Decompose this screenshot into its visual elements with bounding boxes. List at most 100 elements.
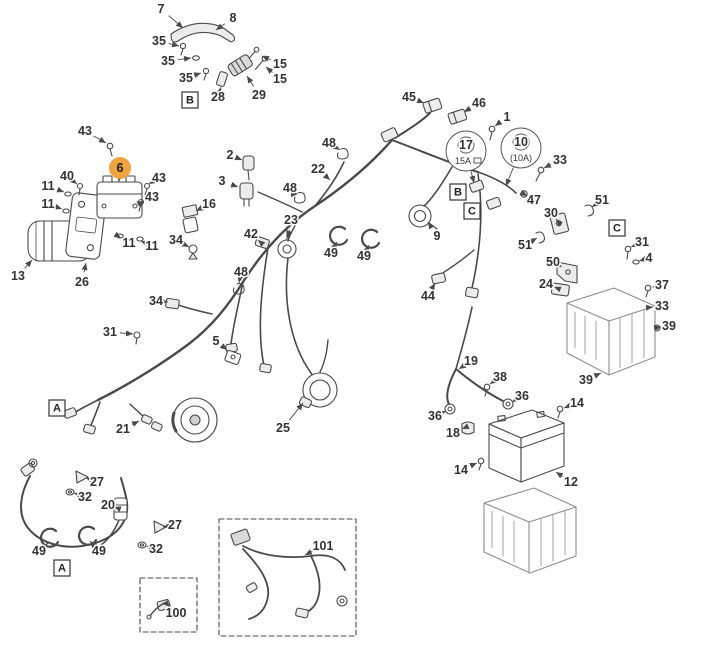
part-label-33: 33 (553, 153, 567, 167)
part-label-20: 20 (101, 498, 115, 512)
ref-badge-letter-C: C (468, 206, 476, 218)
fasteners-right-art (520, 166, 661, 332)
part-label-49: 49 (357, 249, 371, 263)
part-label-50: 50 (546, 255, 560, 269)
part-label-15: 15 (273, 57, 287, 71)
part-label-49: 49 (92, 544, 106, 558)
fuse-rating-10: (10A) (510, 153, 532, 163)
part-label-46: 46 (472, 96, 486, 110)
part-label-51: 51 (518, 238, 532, 252)
ref-badge-letter-B: B (454, 187, 462, 199)
fuse-callout-17 (445, 130, 487, 172)
part-label-101: 101 (313, 539, 334, 553)
part-label-100: 100 (166, 606, 187, 620)
part-label-19: 19 (464, 354, 478, 368)
part-label-49: 49 (32, 544, 46, 558)
fuse-label-10: 10 (514, 135, 528, 149)
grommet-23-art (277, 226, 297, 259)
part-label-44: 44 (421, 289, 435, 303)
part-label-34: 34 (149, 294, 163, 308)
part-label-39: 39 (662, 319, 676, 333)
ref-badge-C (463, 202, 481, 220)
part-label-49: 49 (324, 246, 338, 260)
battery-tray-lower-art (483, 487, 577, 574)
part-label-24: 24 (539, 277, 553, 291)
fuse-number-circle-17 (457, 136, 475, 154)
part-label-21: 21 (116, 422, 130, 436)
part-label-7: 7 (158, 2, 165, 16)
part-label-43: 43 (152, 171, 166, 185)
part-label-32: 32 (78, 490, 92, 504)
fuse-callout-10 (500, 127, 542, 169)
front-harness-parts-art (20, 458, 167, 549)
part-label-8: 8 (230, 11, 237, 25)
relay-art (181, 204, 199, 234)
part-label-47: 47 (527, 193, 541, 207)
ref-badge-letter-A: A (53, 403, 61, 415)
part-label-18: 18 (446, 426, 460, 440)
inset-box-101-art (218, 518, 357, 637)
part-label-33: 33 (655, 299, 669, 313)
fuse-icon (473, 157, 482, 164)
part-label-38: 38 (493, 370, 507, 384)
part-label-30: 30 (544, 206, 558, 220)
ref-badge-B (449, 183, 467, 201)
part-label-37: 37 (655, 278, 669, 292)
part-label-11: 11 (41, 197, 54, 211)
ref-badge-letter-B: B (186, 95, 194, 107)
part-label-28: 28 (211, 90, 225, 104)
part-label-39: 39 (579, 373, 593, 387)
part-label-40: 40 (60, 169, 74, 183)
horn-art (408, 204, 438, 230)
fuse-label-17: 17 (459, 138, 473, 152)
plug-3-art (239, 182, 254, 207)
part-label-16: 16 (202, 197, 216, 211)
part-label-31: 31 (635, 235, 649, 249)
part-label-51: 51 (595, 193, 609, 207)
part-label-22: 22 (311, 162, 325, 176)
module-6-art (96, 175, 143, 219)
part-label-6-highlighted: 6 (117, 161, 124, 175)
part-label-48: 48 (322, 136, 336, 150)
part-label-35: 35 (161, 54, 175, 68)
part-label-34: 34 (169, 233, 183, 247)
part-label-11: 11 (122, 236, 135, 250)
inset-box-100-art (139, 577, 198, 633)
ref-badge-letter-A: A (58, 563, 66, 575)
part-label-1: 1 (504, 110, 511, 124)
connector-45-46-art (422, 97, 496, 141)
part-label-11: 11 (145, 239, 158, 253)
part-label-12: 12 (564, 475, 578, 489)
part-label-11: 11 (41, 179, 54, 193)
fuse-rating-17: 15A (455, 156, 471, 166)
part-label-2: 2 (227, 148, 234, 162)
bracket-5-art (224, 349, 242, 366)
part-label-48: 48 (283, 181, 297, 195)
part-label-32: 32 (149, 542, 163, 556)
starter-rotor-art (171, 397, 218, 443)
part-label-14: 14 (570, 396, 584, 410)
part-label-13: 13 (11, 269, 25, 283)
part-label-27: 27 (168, 518, 182, 532)
ignition-coil-art (298, 372, 338, 409)
part-label-14: 14 (454, 463, 468, 477)
part-label-26: 26 (75, 275, 89, 289)
part-label-43: 43 (78, 124, 92, 138)
part-label-35: 35 (179, 71, 193, 85)
battery-art (477, 405, 565, 483)
ref-badge-C (608, 219, 626, 237)
part-label-4: 4 (646, 251, 653, 265)
fuse-number-circle-10 (512, 133, 530, 151)
leader-lines-layer (24, 15, 662, 608)
part-label-36: 36 (428, 409, 442, 423)
part-label-15: 15 (273, 72, 287, 86)
battery-tray-upper-art (566, 287, 656, 376)
part-label-48: 48 (234, 265, 248, 279)
clamp-34-art (188, 244, 198, 260)
part-label-25: 25 (276, 421, 290, 435)
ref-badge-B (181, 91, 199, 109)
part-label-31: 31 (103, 325, 117, 339)
ref-badge-A (53, 559, 71, 577)
